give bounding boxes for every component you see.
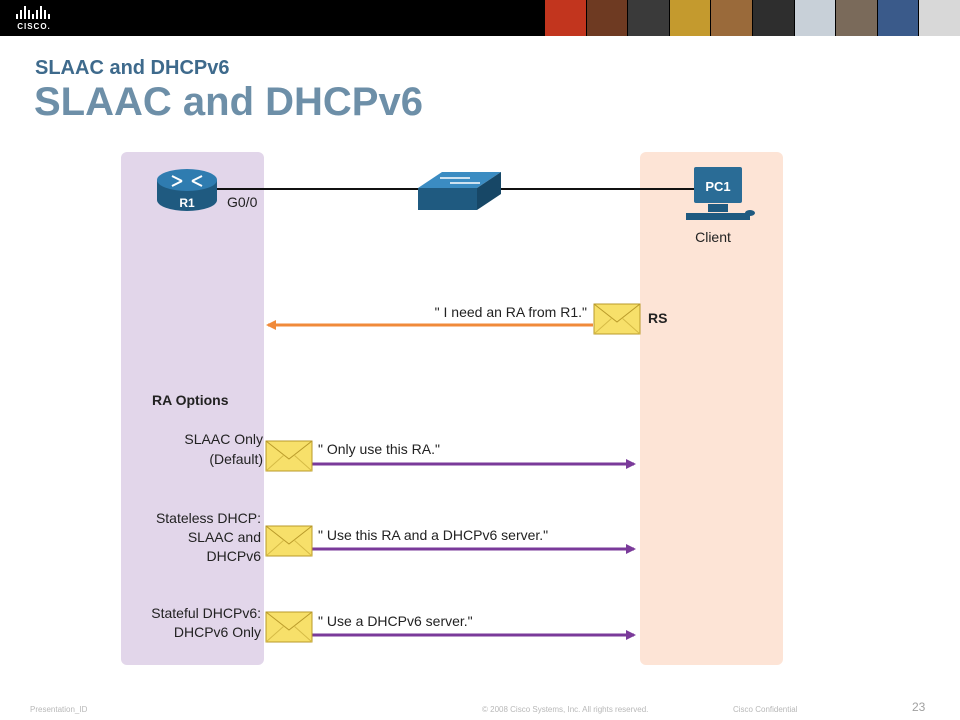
header-photo bbox=[585, 0, 628, 36]
pc-icon bbox=[686, 167, 755, 220]
ra-options-heading: RA Options bbox=[152, 392, 229, 408]
option-label-line: Stateful DHCPv6: bbox=[151, 605, 261, 621]
ra-envelope-icon bbox=[265, 440, 313, 472]
photo-strip bbox=[544, 0, 960, 36]
header-photo bbox=[918, 0, 960, 36]
pc-label: PC1 bbox=[705, 179, 730, 194]
header-bar: CISCO. bbox=[0, 0, 960, 36]
header-photo bbox=[668, 0, 711, 36]
rs-message: " I need an RA from R1." bbox=[435, 304, 587, 320]
option-message: " Use this RA and a DHCPv6 server." bbox=[318, 527, 548, 543]
router-icon bbox=[157, 169, 217, 211]
option-label-line: SLAAC and bbox=[188, 529, 261, 545]
router-interface-label: G0/0 bbox=[227, 194, 258, 210]
cisco-bridge-icon bbox=[16, 5, 52, 19]
rs-envelope-icon bbox=[593, 303, 641, 335]
cisco-logo: CISCO. bbox=[12, 5, 56, 31]
header-photo bbox=[710, 0, 752, 36]
option-label-line: SLAAC Only bbox=[184, 431, 263, 447]
option-label-line: Stateless DHCP: bbox=[156, 510, 261, 526]
option-label-line: (Default) bbox=[209, 451, 263, 467]
rs-label: RS bbox=[648, 310, 667, 326]
logo-text: CISCO. bbox=[17, 22, 51, 31]
slide-title: SLAAC and DHCPv6 bbox=[34, 80, 423, 124]
header-photo bbox=[544, 0, 586, 36]
footer-presentation-id: Presentation_ID bbox=[30, 705, 88, 714]
client-panel bbox=[640, 152, 783, 665]
router-label: R1 bbox=[179, 196, 195, 210]
option-message: " Use a DHCPv6 server." bbox=[318, 613, 473, 629]
option-message: " Only use this RA." bbox=[318, 441, 440, 457]
slide-subtitle: SLAAC and DHCPv6 bbox=[35, 57, 230, 79]
header-photo bbox=[835, 0, 877, 36]
footer-confidential: Cisco Confidential bbox=[733, 705, 798, 714]
switch-icon bbox=[418, 172, 501, 210]
ra-envelope-icon bbox=[265, 611, 313, 643]
page-number: 23 bbox=[912, 700, 926, 714]
client-label: Client bbox=[695, 229, 731, 245]
header-photo bbox=[793, 0, 836, 36]
footer-copyright: © 2008 Cisco Systems, Inc. All rights re… bbox=[482, 705, 649, 714]
header-photo bbox=[627, 0, 669, 36]
option-label-line: DHCPv6 Only bbox=[174, 624, 261, 640]
option-label-line: DHCPv6 bbox=[207, 548, 262, 564]
header-photo bbox=[876, 0, 919, 36]
header-photo bbox=[751, 0, 794, 36]
router-panel bbox=[121, 152, 264, 665]
ra-envelope-icon bbox=[265, 525, 313, 557]
